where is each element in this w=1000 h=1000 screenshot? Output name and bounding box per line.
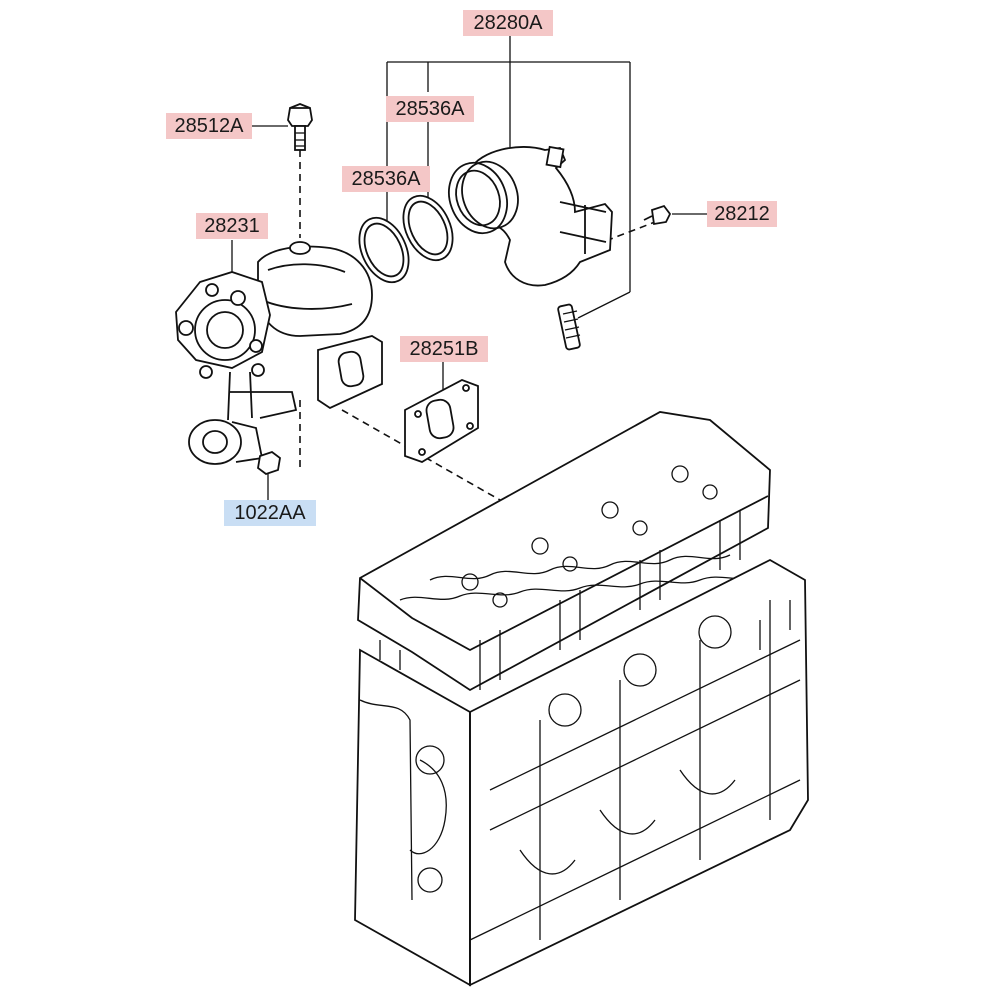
label-28280A[interactable]: 28280A [463, 10, 553, 36]
screw-part [643, 204, 672, 226]
turbocharger-part [175, 241, 383, 465]
nut-part [257, 450, 281, 476]
outlet-elbow-part [448, 145, 613, 351]
label-1022AA[interactable]: 1022AA [224, 500, 316, 526]
label-28512A[interactable]: 28512A [166, 113, 252, 139]
leader-lines [231, 35, 707, 500]
label-28536A-lower[interactable]: 28536A [342, 166, 430, 192]
label-28212[interactable]: 28212 [707, 201, 777, 227]
flange-gasket-part [404, 379, 479, 463]
label-28536A-upper[interactable]: 28536A [386, 96, 474, 122]
bolt-part [287, 103, 313, 151]
label-28231[interactable]: 28231 [196, 213, 268, 239]
engine-block [354, 411, 809, 987]
gasket-rings [358, 194, 454, 284]
label-28251B[interactable]: 28251B [400, 336, 488, 362]
